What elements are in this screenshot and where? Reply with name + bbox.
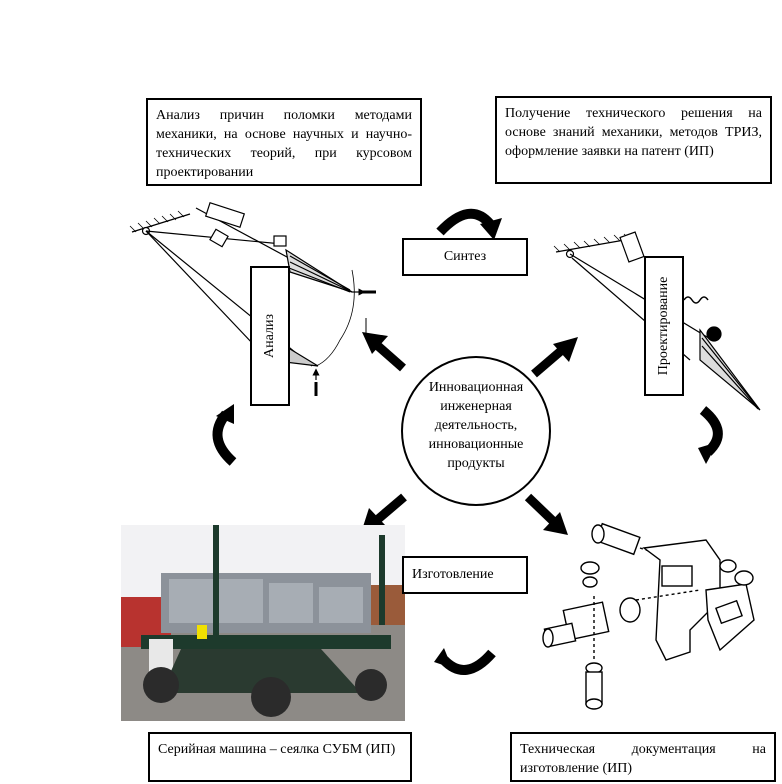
center-line-1: Инновационная bbox=[428, 380, 524, 395]
synthesis-label: Синтез bbox=[402, 238, 528, 276]
design-text: Проектирование bbox=[656, 276, 671, 376]
seeder-photo bbox=[121, 525, 405, 721]
serial-machine-box: Серийная машина – сеялка СУБМ (ИП) bbox=[148, 732, 412, 782]
center-line-2: инженерная bbox=[440, 399, 512, 414]
cycle-arrow-top bbox=[436, 208, 502, 240]
arrow-to-docs bbox=[524, 493, 568, 535]
arrow-to-design bbox=[531, 337, 578, 378]
center-line-3: деятельность, bbox=[434, 418, 518, 433]
center-line-5: продукты bbox=[447, 456, 505, 471]
center-circle bbox=[401, 356, 551, 506]
exploded-parts-drawing bbox=[542, 522, 755, 710]
analysis-reasons-box: Анализ причин поломки методами механики,… bbox=[146, 98, 422, 186]
technical-solution-text: Получение технического решения на основе… bbox=[505, 106, 762, 159]
manufacturing-text: Изготовление bbox=[412, 567, 494, 582]
arrow-to-analysis bbox=[362, 332, 406, 372]
technical-solution-box: Получение технического решения на основе… bbox=[495, 96, 772, 184]
analysis-label: Анализ bbox=[250, 266, 290, 406]
tech-docs-text: Техническая документация на изготовление… bbox=[520, 742, 766, 776]
design-label: Проектирование bbox=[644, 256, 684, 396]
synthesis-text: Синтез bbox=[443, 249, 487, 264]
tech-docs-box: Техническая документация на изготовление… bbox=[510, 732, 776, 782]
serial-machine-text: Серийная машина – сеялка СУБМ (ИП) bbox=[158, 742, 396, 757]
cycle-arrow-left bbox=[212, 404, 237, 466]
analysis-reasons-text: Анализ причин поломки методами механики,… bbox=[156, 108, 412, 180]
cycle-arrow-bottom bbox=[434, 648, 496, 675]
analysis-text: Анализ bbox=[262, 314, 277, 358]
manufacturing-label: Изготовление bbox=[402, 556, 528, 594]
cycle-arrow-right bbox=[698, 406, 723, 464]
center-line-4: инновационные bbox=[428, 437, 524, 452]
center-label: Инновационная инженерная деятельность, и… bbox=[401, 378, 551, 473]
